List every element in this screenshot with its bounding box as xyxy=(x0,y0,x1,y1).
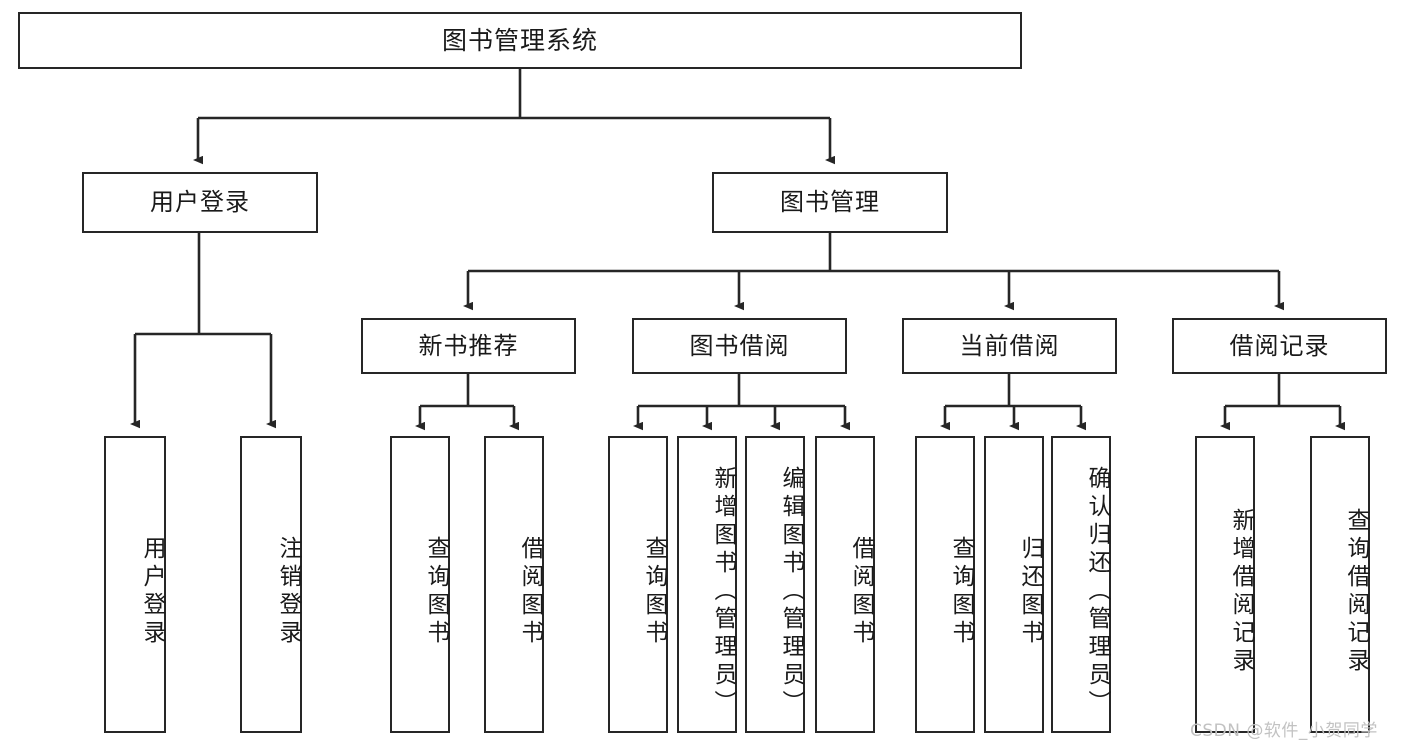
node-book-borrow-label: 图书借阅 xyxy=(689,331,790,360)
node-current-borrow[interactable]: 当前借阅 xyxy=(902,318,1117,374)
node-root-system-label: 图书管理系统 xyxy=(441,25,598,55)
node-root-system[interactable]: 图书管理系统 xyxy=(18,12,1022,69)
leaf-current-query-book[interactable]: 查询图书 xyxy=(915,436,975,733)
node-borrow-record-label: 借阅记录 xyxy=(1229,331,1330,360)
leaf-borrow-query-book-label: 查询图书 xyxy=(641,535,667,648)
leaf-current-return-book[interactable]: 归还图书 xyxy=(984,436,1044,733)
leaf-borrow-lend-book-label: 借阅图书 xyxy=(848,535,874,648)
leaf-borrow-edit-book[interactable]: 编辑图书（管理员） xyxy=(745,436,805,733)
leaf-record-add-label: 新增借阅记录 xyxy=(1228,507,1254,676)
leaf-borrow-edit-book-label: 编辑图书（管理员） xyxy=(778,465,804,718)
node-book-management[interactable]: 图书管理 xyxy=(712,172,948,233)
leaf-logout-label: 注销登录 xyxy=(275,535,301,648)
leaf-record-query-label: 查询借阅记录 xyxy=(1343,507,1369,676)
leaf-current-confirm-return[interactable]: 确认归还（管理员） xyxy=(1051,436,1111,733)
leaf-borrow-lend-book[interactable]: 借阅图书 xyxy=(815,436,875,733)
leaf-user-login-label: 用户登录 xyxy=(139,535,165,648)
leaf-borrow-add-book[interactable]: 新增图书（管理员） xyxy=(677,436,737,733)
node-book-management-label: 图书管理 xyxy=(780,188,880,217)
node-borrow-record[interactable]: 借阅记录 xyxy=(1172,318,1387,374)
leaf-current-return-book-label: 归还图书 xyxy=(1017,535,1043,648)
node-book-borrow[interactable]: 图书借阅 xyxy=(632,318,847,374)
node-new-book-recommend[interactable]: 新书推荐 xyxy=(361,318,576,374)
leaf-borrow-add-book-label: 新增图书（管理员） xyxy=(710,465,736,718)
csdn-watermark: CSDN @软件_小贺同学 xyxy=(1190,721,1378,741)
leaf-logout[interactable]: 注销登录 xyxy=(240,436,302,733)
leaf-record-query[interactable]: 查询借阅记录 xyxy=(1310,436,1370,733)
leaf-newbook-query-book[interactable]: 查询图书 xyxy=(390,436,450,733)
leaf-newbook-borrow-book[interactable]: 借阅图书 xyxy=(484,436,544,733)
leaf-current-query-book-label: 查询图书 xyxy=(948,535,974,648)
node-current-borrow-label: 当前借阅 xyxy=(959,331,1060,360)
leaf-user-login[interactable]: 用户登录 xyxy=(104,436,166,733)
node-user-login[interactable]: 用户登录 xyxy=(82,172,318,233)
leaf-borrow-query-book[interactable]: 查询图书 xyxy=(608,436,668,733)
leaf-current-confirm-return-label: 确认归还（管理员） xyxy=(1084,465,1110,718)
leaf-newbook-query-book-label: 查询图书 xyxy=(423,535,449,648)
node-user-login-label: 用户登录 xyxy=(150,188,250,217)
leaf-newbook-borrow-book-label: 借阅图书 xyxy=(517,535,543,648)
leaf-record-add[interactable]: 新增借阅记录 xyxy=(1195,436,1255,733)
node-new-book-recommend-label: 新书推荐 xyxy=(418,331,519,360)
